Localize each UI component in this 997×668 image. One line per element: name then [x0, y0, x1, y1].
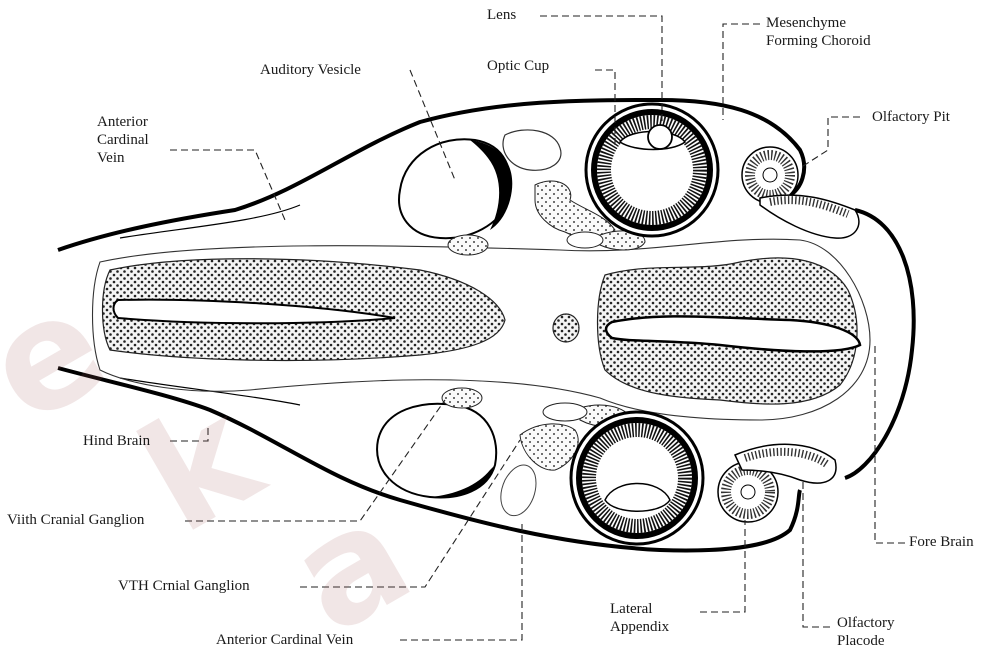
- olfactory-pit-upper: [742, 147, 859, 238]
- label-olfactory-placode: Olfactory Placode: [837, 614, 894, 650]
- optic-cup-lower: [571, 412, 703, 544]
- label-lateral-appendix-line2: Appendix: [610, 618, 669, 636]
- viith-ganglion-upper: [448, 235, 488, 255]
- head-outline-upper-inner: [120, 205, 300, 238]
- label-mesenchyme-line2: Forming Choroid: [766, 32, 871, 50]
- leader-olfactory-pit: [800, 117, 860, 168]
- leader-olfactory-placode: [803, 480, 830, 627]
- label-mesenchyme-line1: Mesenchyme: [766, 14, 871, 32]
- label-anterior-cardinal-vein-bottom: Anterior Cardinal Vein: [216, 631, 353, 649]
- label-olfactory-placode-line1: Olfactory: [837, 614, 894, 632]
- label-olfactory-placode-line2: Placode: [837, 632, 894, 650]
- vth-ganglion-upper-d: [567, 232, 603, 248]
- label-viith-cranial-ganglion: Viith Cranial Ganglion: [7, 511, 144, 529]
- label-anterior-cardinal-vein-top: Anterior Cardinal Vein: [97, 113, 149, 167]
- vth-ganglion-lower-d: [501, 465, 536, 516]
- label-optic-cup: Optic Cup: [487, 57, 549, 75]
- label-hind-brain: Hind Brain: [83, 432, 150, 450]
- label-lateral-appendix-line1: Lateral: [610, 600, 669, 618]
- vth-ganglion-lower-c: [543, 403, 587, 421]
- lens-upper: [648, 125, 672, 149]
- label-acv-top-line1: Anterior: [97, 113, 149, 131]
- vth-ganglion-lower-a: [520, 424, 578, 470]
- label-lateral-appendix: Lateral Appendix: [610, 600, 669, 636]
- label-lens: Lens: [487, 6, 516, 24]
- label-auditory-vesicle: Auditory Vesicle: [260, 61, 361, 79]
- viith-ganglion-lower: [442, 388, 482, 408]
- label-fore-brain: Fore Brain: [909, 533, 974, 551]
- olfactory-placode-lower: [718, 444, 836, 522]
- vth-ganglion-upper-a: [503, 130, 561, 170]
- label-olfactory-pit: Olfactory Pit: [872, 108, 950, 126]
- label-vth-cranial-ganglion: VTH Crnial Ganglion: [118, 577, 250, 595]
- notochord: [553, 314, 579, 342]
- label-acv-top-line3: Vein: [97, 149, 149, 167]
- label-acv-top-line2: Cardinal: [97, 131, 149, 149]
- leader-lateral-appendix: [700, 520, 745, 612]
- label-mesenchyme-forming-choroid: Mesenchyme Forming Choroid: [766, 14, 871, 50]
- optic-cup-upper: [586, 104, 718, 236]
